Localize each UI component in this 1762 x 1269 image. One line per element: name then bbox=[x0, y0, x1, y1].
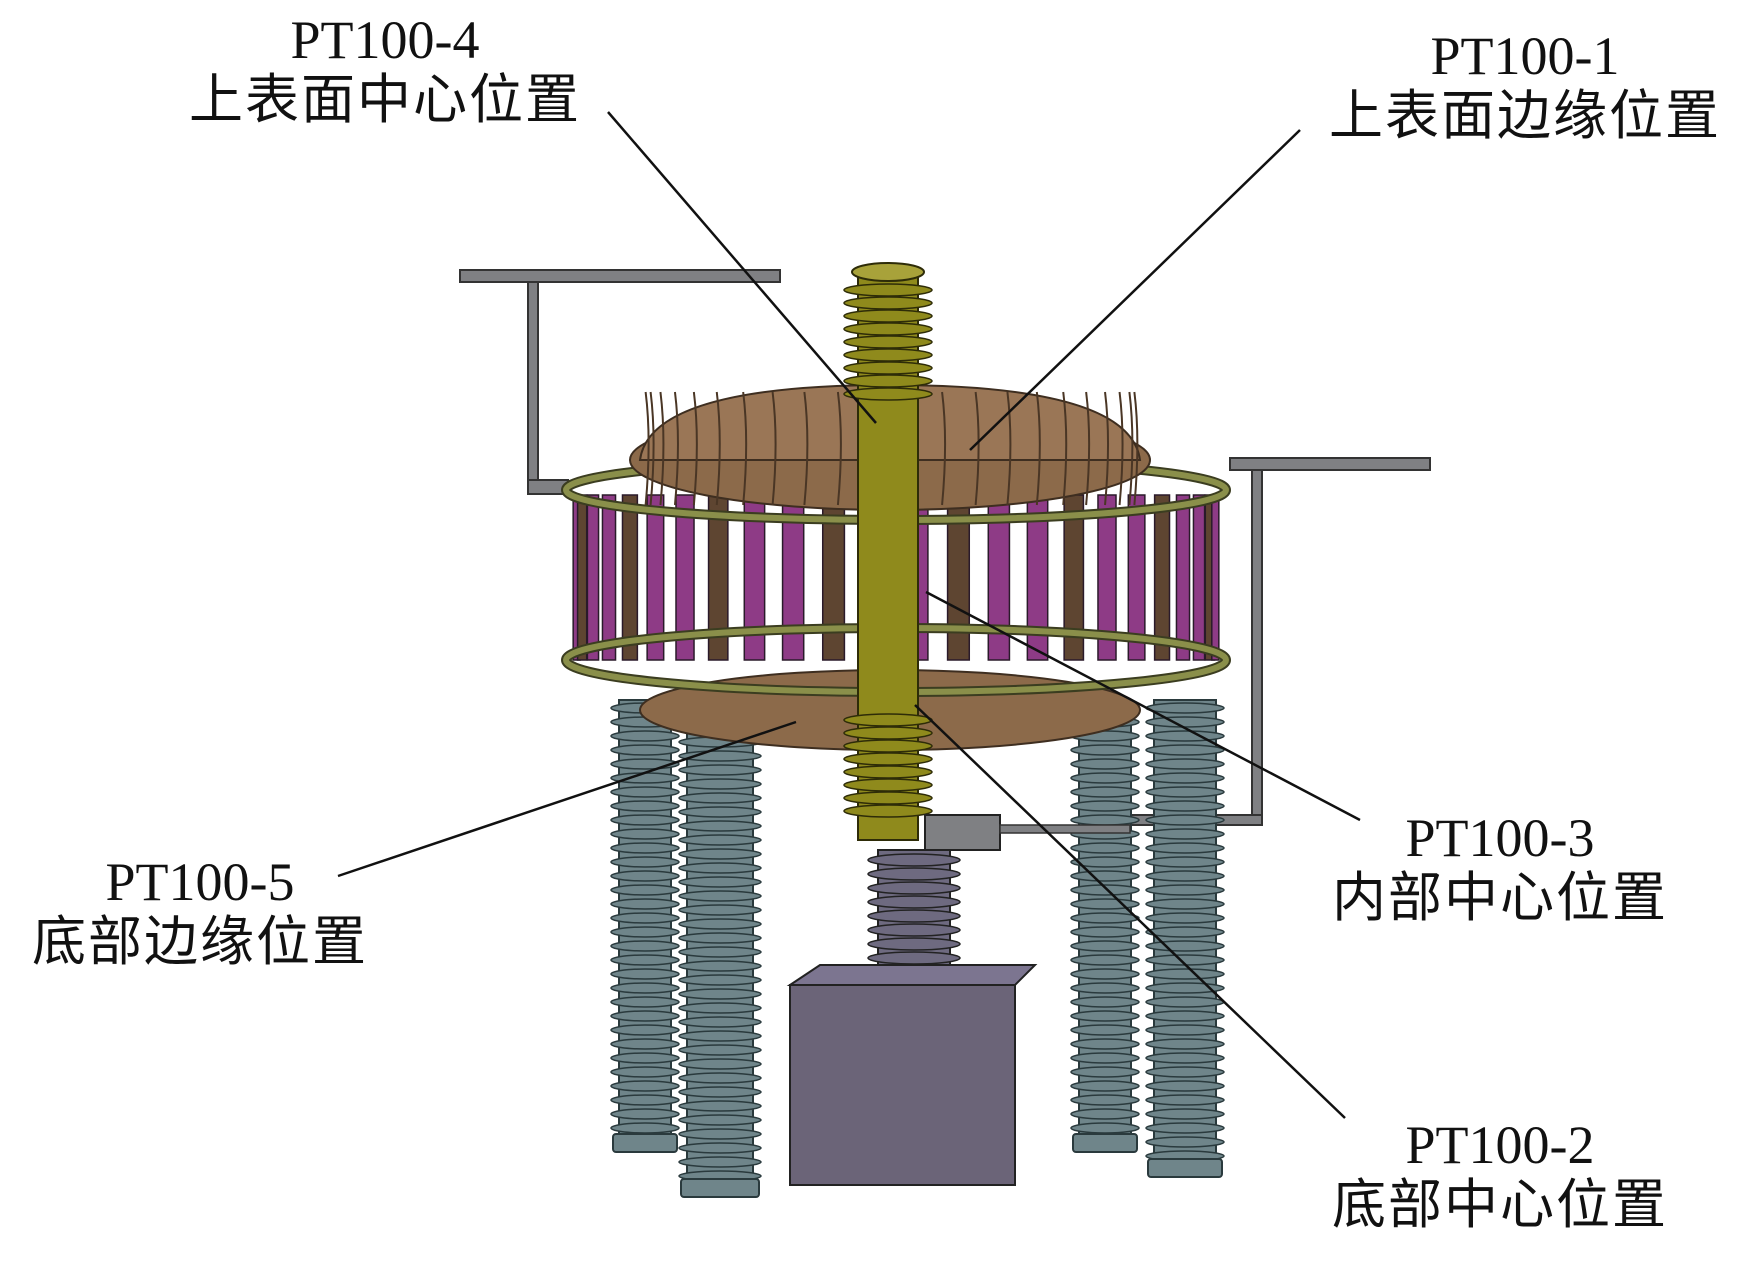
leader-pt1 bbox=[969, 129, 1301, 451]
leader-pt3 bbox=[925, 590, 1361, 822]
label-pt100-1: PT100-1 上表面边缘位置 bbox=[1300, 26, 1750, 147]
label-text: 底部边缘位置 bbox=[32, 910, 368, 974]
leader-pt5 bbox=[337, 720, 797, 878]
leader-pt4 bbox=[607, 111, 877, 424]
insulator-cage bbox=[572, 494, 1220, 661]
label-code: PT100-3 bbox=[1405, 808, 1595, 868]
label-pt100-3: PT100-3 内部中心位置 bbox=[1300, 808, 1700, 929]
support-frame-left bbox=[459, 269, 781, 495]
leader-lines bbox=[337, 111, 1361, 1119]
label-pt100-5: PT100-5 底部边缘位置 bbox=[10, 852, 390, 973]
bushing-clamp bbox=[924, 814, 1131, 851]
post-insulator-front-right bbox=[1145, 699, 1225, 1178]
center-bushing bbox=[843, 262, 933, 841]
label-pt100-2: PT100-2 底部中心位置 bbox=[1300, 1115, 1700, 1236]
label-code: PT100-4 bbox=[290, 10, 480, 70]
lower-bushing bbox=[867, 849, 961, 966]
leader-pt2 bbox=[914, 704, 1346, 1119]
post-insulator-back-left bbox=[610, 699, 680, 1153]
label-text: 上表面中心位置 bbox=[189, 68, 581, 132]
label-code: PT100-5 bbox=[105, 852, 295, 912]
label-code: PT100-2 bbox=[1405, 1115, 1595, 1175]
post-insulator-back-right bbox=[1070, 699, 1140, 1153]
label-text: 上表面边缘位置 bbox=[1329, 84, 1721, 148]
label-text: 底部中心位置 bbox=[1332, 1173, 1668, 1237]
label-code: PT100-1 bbox=[1430, 26, 1620, 86]
post-insulator-front-left bbox=[678, 719, 762, 1198]
base-assembly bbox=[786, 964, 1038, 1186]
label-text: 内部中心位置 bbox=[1332, 866, 1668, 930]
post-insulators bbox=[610, 699, 1225, 1198]
label-pt100-4: PT100-4 上表面中心位置 bbox=[160, 10, 610, 131]
